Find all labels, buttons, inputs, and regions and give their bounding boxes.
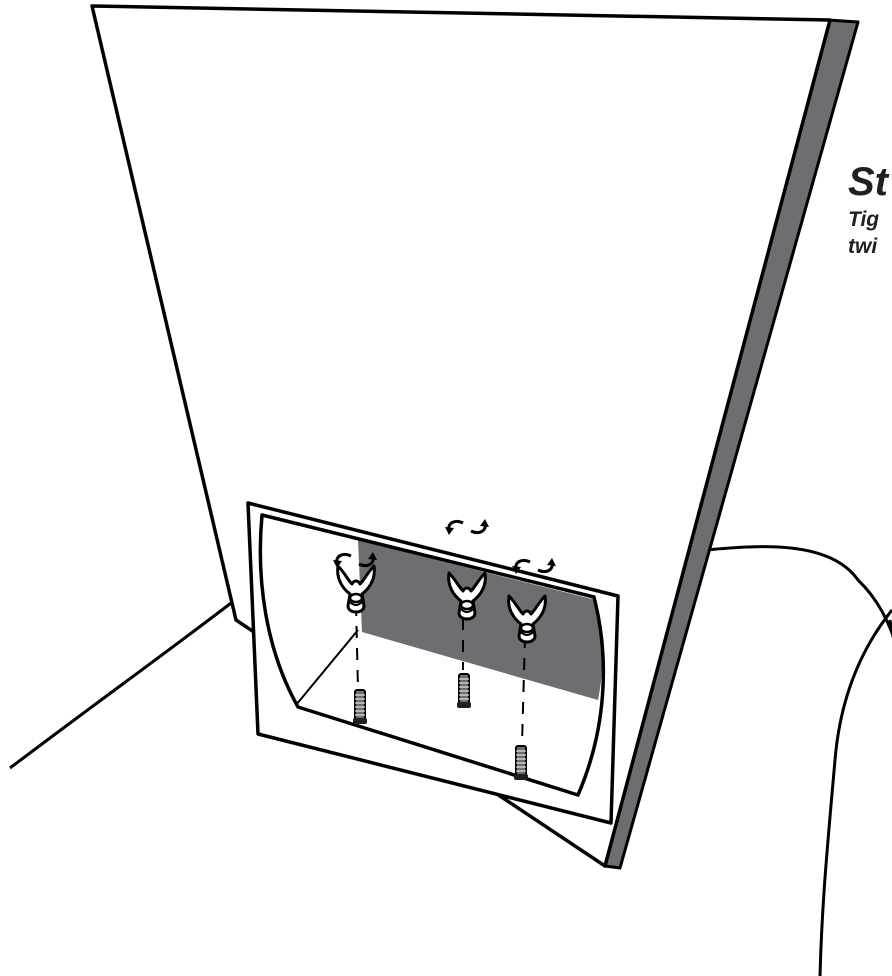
surface-curve-right: [704, 545, 892, 639]
cutout-inner: [258, 513, 606, 797]
step-title: St: [848, 160, 888, 204]
bolt-icon: [352, 689, 368, 725]
surface-curve-right-lower: [818, 609, 892, 976]
floor-line-left: [9, 598, 236, 770]
step-line-2: twi: [848, 235, 878, 258]
step-instruction: St Tig twi: [848, 158, 888, 260]
main-panel: [90, 4, 832, 868]
cutout-corner-line: [295, 629, 359, 706]
guide-line: [521, 635, 526, 745]
guide-line: [355, 603, 359, 691]
bolt-icon: [456, 673, 472, 709]
cutout-shadow: [358, 540, 603, 700]
bolt-icon: [513, 745, 529, 781]
step-line-1: Tig: [848, 208, 880, 231]
